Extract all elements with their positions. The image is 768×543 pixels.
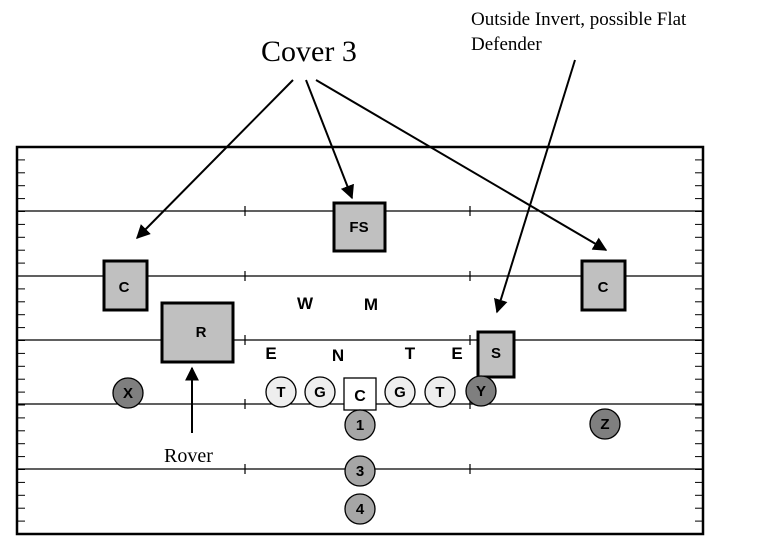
guard-left [304, 376, 336, 408]
back-4-label: 4 [356, 501, 365, 518]
invert-arrow [494, 59, 576, 314]
end-right-label: E [451, 344, 462, 363]
sideline-ticks [17, 159, 703, 522]
corner-right-box [580, 259, 627, 312]
tackle-label: T [405, 344, 416, 363]
z-label: Z [600, 416, 609, 433]
z-receiver [589, 408, 621, 440]
rover-box [160, 301, 235, 364]
x-receiver [112, 377, 144, 409]
corner-left-label: C [119, 279, 130, 296]
back-4 [344, 493, 376, 525]
offense-labels: X T G C G T Y Z 1 3 4 [123, 383, 610, 518]
defense-boxes [102, 201, 627, 379]
cover3-arrow-free-safety [305, 79, 354, 200]
tackle-left-label: T [276, 384, 285, 401]
center-square [343, 377, 377, 411]
center-label: C [354, 388, 366, 405]
offense-players [112, 375, 621, 525]
end-left-label: E [265, 344, 276, 363]
invert-annotation-line1: Outside Invert, possible Flat [471, 9, 687, 30]
back-1 [344, 409, 376, 441]
cover3-annotation: Cover 3 [261, 35, 357, 68]
corner-right-label: C [598, 279, 609, 296]
rover-annotation: Rover [164, 445, 213, 467]
y-tight-end [465, 375, 497, 407]
guard-right [384, 376, 416, 408]
y-label: Y [476, 383, 486, 400]
rover-label: R [196, 324, 207, 341]
tackle-left [265, 376, 297, 408]
free-safety-label: FS [349, 219, 368, 236]
back-1-label: 1 [356, 417, 364, 434]
mike-linebacker-label: M [364, 295, 378, 314]
cover3-arrow-right-corner [315, 79, 608, 251]
corner-left-box [102, 259, 149, 312]
strong-safety-box [476, 330, 516, 379]
x-label: X [123, 385, 133, 402]
strong-safety-label: S [491, 345, 501, 362]
guard-left-label: G [314, 384, 326, 401]
cover3-arrow-left-corner [136, 79, 294, 239]
will-linebacker-label: W [297, 294, 314, 313]
tackle-right [424, 376, 456, 408]
defense-labels: FS C C R S W M E N T E [119, 219, 609, 365]
coverage-arrows [136, 59, 608, 433]
guard-right-label: G [394, 384, 406, 401]
back-3 [344, 455, 376, 487]
invert-annotation-line2: Defender [471, 34, 542, 55]
tackle-right-label: T [435, 384, 444, 401]
back-3-label: 3 [356, 463, 364, 480]
annotations: Cover 3 Outside Invert, possible Flat De… [164, 9, 687, 467]
free-safety-box [332, 201, 387, 253]
nose-label: N [332, 346, 344, 365]
